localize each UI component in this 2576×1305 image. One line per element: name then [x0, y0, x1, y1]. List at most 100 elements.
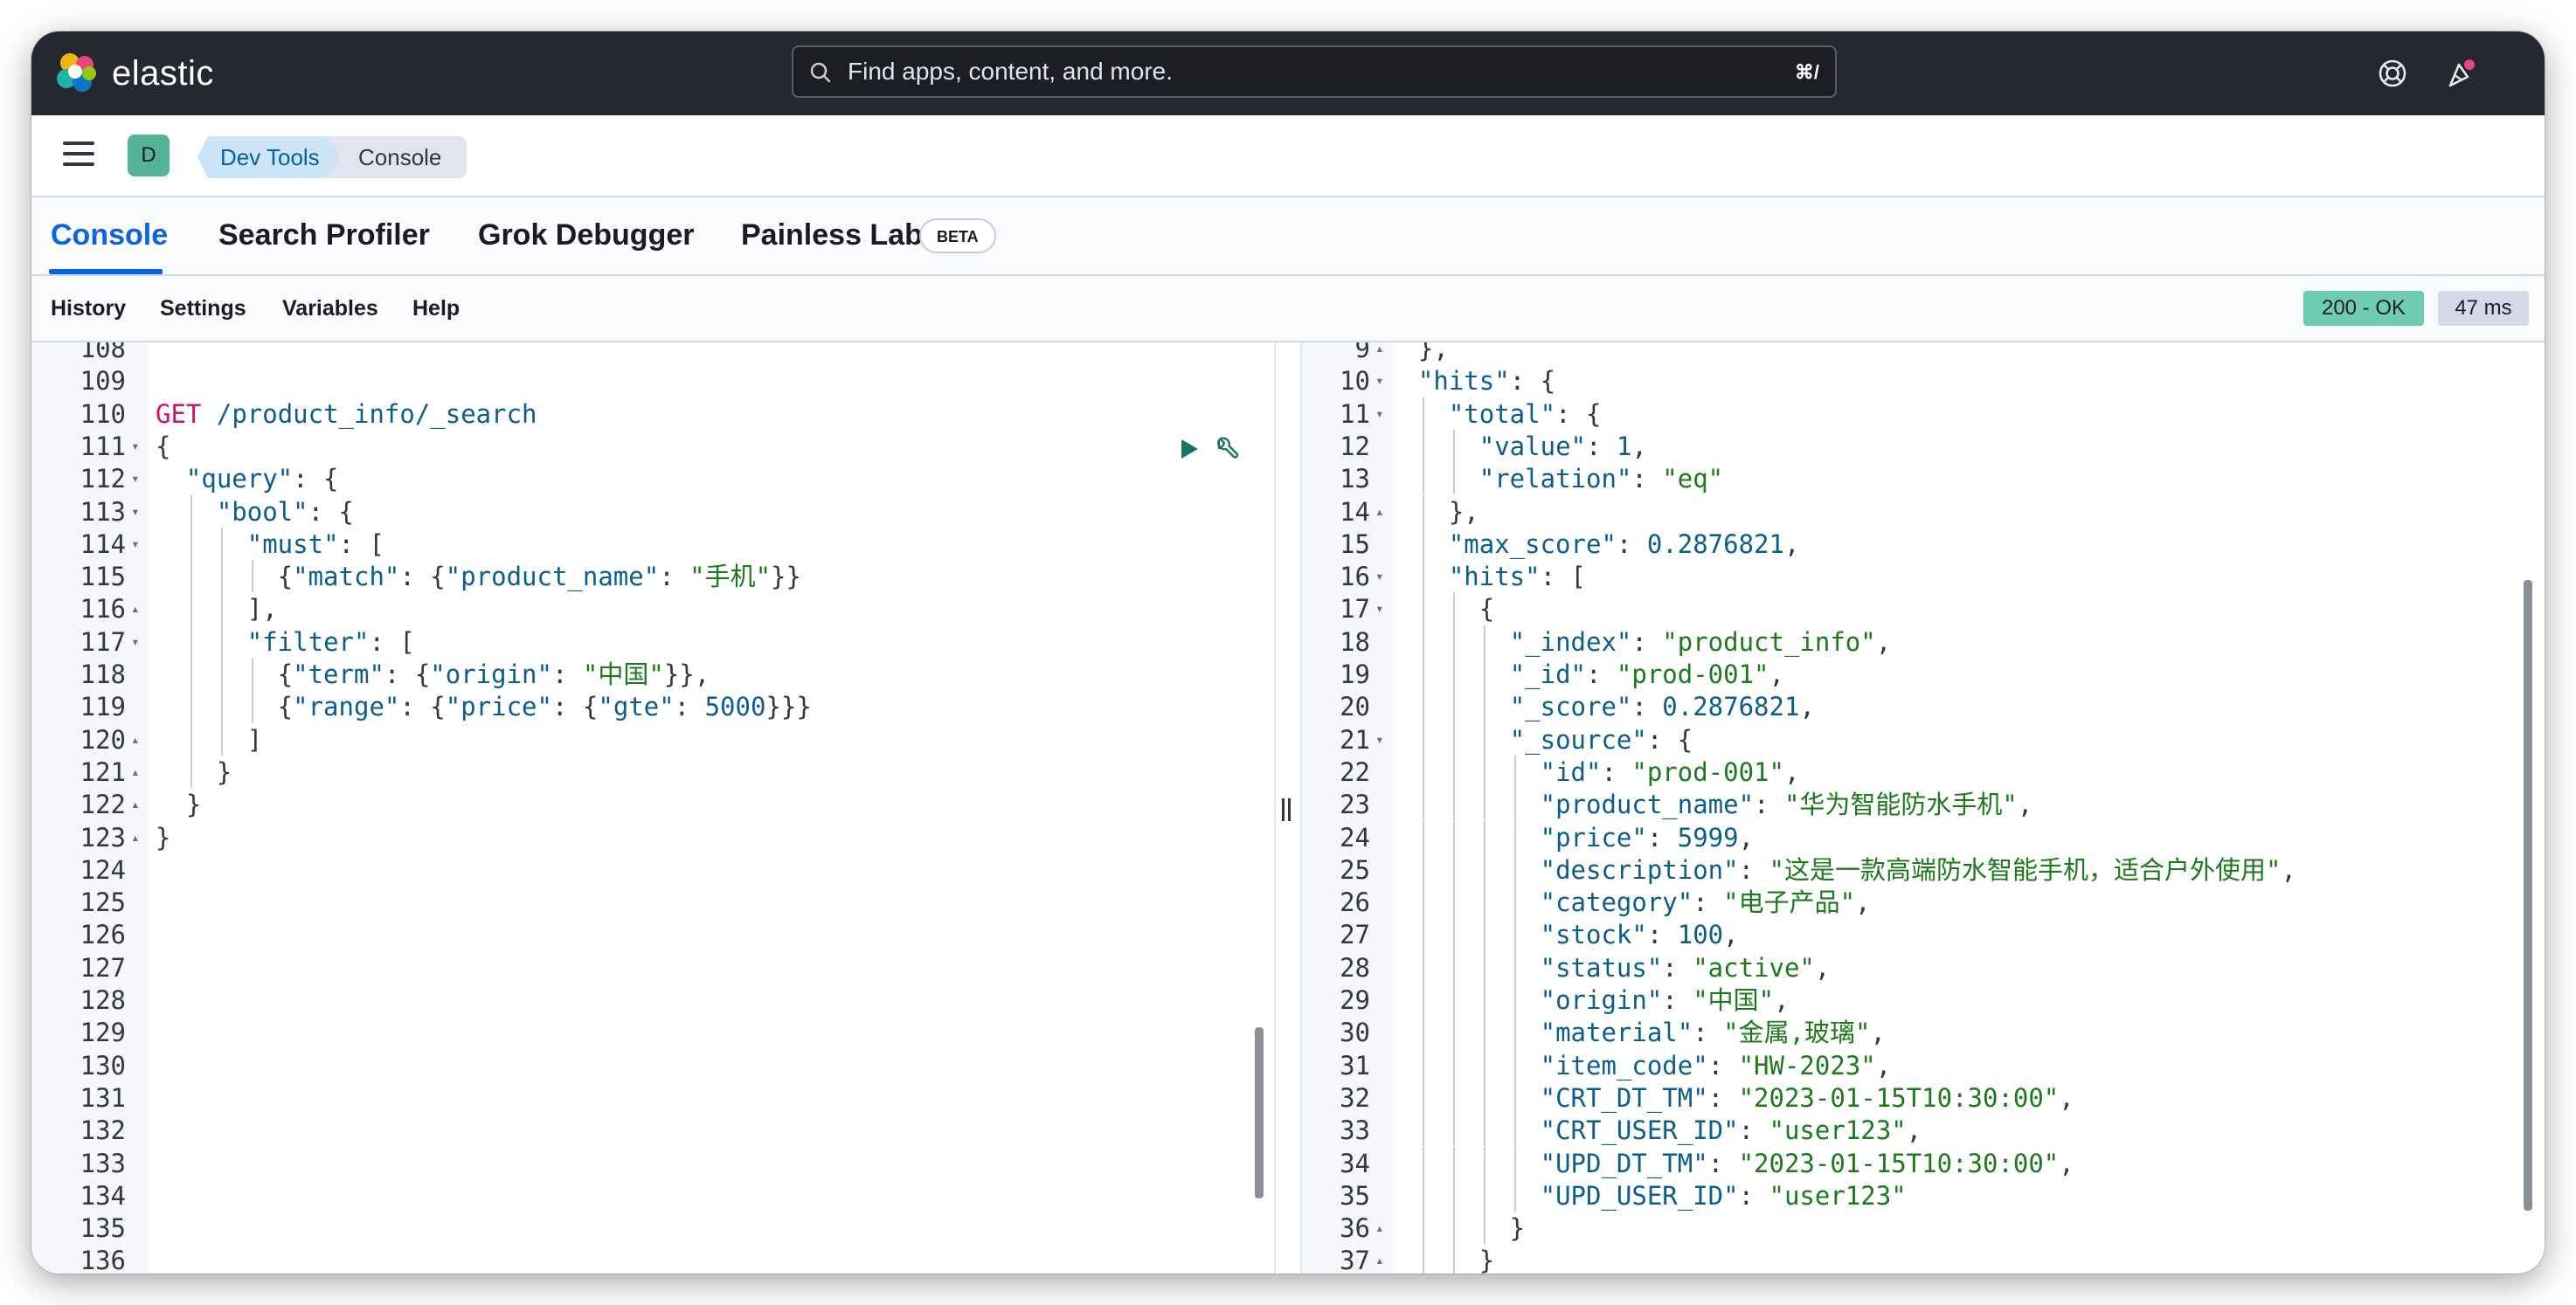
indent-guide: [1513, 1048, 1516, 1081]
space-avatar[interactable]: D: [128, 135, 170, 176]
tab-search-profiler[interactable]: Search Profiler: [218, 218, 430, 252]
code-token: [1388, 1149, 1541, 1178]
code-token: }: [1388, 1213, 1526, 1244]
code-token: "gte": [598, 692, 675, 722]
fold-toggle-icon[interactable]: ▾: [131, 632, 140, 650]
code-token: {: [156, 692, 294, 722]
line-number: 31: [1340, 1050, 1370, 1081]
fold-toggle-icon[interactable]: ▾: [1375, 372, 1384, 390]
line-number: 129: [80, 1018, 126, 1048]
pane-resizer[interactable]: [1274, 342, 1302, 1274]
breadcrumb-dev-tools[interactable]: Dev Tools: [197, 136, 341, 178]
indent-guide: [1513, 886, 1516, 919]
code-token: {: [156, 659, 294, 689]
code-token: :: [1586, 659, 1617, 689]
line-number: 135: [80, 1213, 126, 1244]
fold-toggle-icon[interactable]: ▾: [131, 470, 140, 487]
fold-toggle-icon[interactable]: ▴: [1375, 342, 1384, 356]
newsfeed-icon[interactable]: [2445, 58, 2476, 89]
indent-guide: [1452, 1244, 1455, 1274]
menu-toggle-icon[interactable]: [63, 142, 94, 168]
line-number: 23: [1340, 790, 1370, 820]
indent-guide: [1513, 820, 1516, 853]
fold-toggle-icon[interactable]: ▴: [131, 730, 140, 748]
fold-toggle-icon[interactable]: ▾: [131, 502, 140, 520]
send-request-icon[interactable]: [1178, 437, 1201, 461]
help-button[interactable]: Help: [412, 296, 460, 321]
code-token: "UPD_USER_ID": [1540, 1180, 1739, 1211]
code-token: : {: [1509, 366, 1556, 397]
indent-guide: [1483, 1048, 1485, 1081]
code-token: "金属,玻璃": [1723, 1018, 1871, 1048]
fold-toggle-icon[interactable]: ▴: [131, 763, 140, 780]
code-text: "CRT_DT_TM": "2023-01-15T10:30:00",: [1388, 1081, 2074, 1115]
code-token: :: [1585, 431, 1617, 461]
indent-guide: [220, 722, 223, 756]
code-token: "中国": [582, 659, 664, 689]
editor-scrollbar-thumb[interactable]: [1255, 1027, 1264, 1198]
indent-guide: [1483, 1146, 1485, 1179]
response-output[interactable]: 9▴ },10▾ "hits": {11▾ "total": {12 "valu…: [1302, 342, 2545, 1274]
line-number: 136: [80, 1246, 126, 1274]
code-token: [1388, 725, 1510, 755]
fold-toggle-icon[interactable]: ▾: [131, 437, 140, 454]
variables-button[interactable]: Variables: [282, 296, 378, 321]
code-text: "stock": 100,: [1388, 918, 1739, 951]
global-search[interactable]: ⌘/: [792, 45, 1837, 98]
fold-toggle-icon[interactable]: ▴: [1375, 502, 1384, 520]
code-token: "stock": [1540, 920, 1647, 950]
code-token: ,: [1723, 920, 1739, 950]
fold-toggle-icon[interactable]: ▴: [131, 828, 140, 846]
code-token: ,: [2281, 854, 2296, 885]
code-token: : [: [1540, 562, 1586, 592]
code-token: "_score": [1509, 692, 1632, 722]
fold-toggle-icon[interactable]: ▾: [1375, 404, 1384, 422]
code-token: :: [1646, 822, 1678, 853]
search-input[interactable]: [848, 47, 1721, 96]
indent-guide: [1452, 755, 1455, 789]
indent-guide: [1452, 1178, 1455, 1212]
line-number: 110: [80, 398, 126, 429]
dev-tools-tabs: Console Search Profiler Grok Debugger Pa…: [31, 197, 2545, 276]
code-token: ,: [2017, 790, 2033, 820]
fold-toggle-icon[interactable]: ▴: [1375, 1252, 1384, 1269]
wrench-icon[interactable]: [1211, 435, 1241, 465]
code-token: :: [1631, 692, 1663, 722]
code-token: :: [1738, 1180, 1769, 1211]
code-token: [1388, 757, 1541, 787]
code-token: :: [1693, 1018, 1724, 1048]
fold-toggle-icon[interactable]: ▴: [1375, 1219, 1384, 1237]
code-token: ,: [1814, 952, 1831, 983]
indent-guide: [1513, 950, 1516, 984]
fold-toggle-icon[interactable]: ▾: [131, 535, 140, 552]
code-text: },: [1388, 342, 1449, 365]
settings-button[interactable]: Settings: [160, 296, 246, 321]
code-token: ,: [2059, 1082, 2074, 1113]
line-number: 131: [80, 1082, 126, 1113]
fold-toggle-icon[interactable]: ▾: [1375, 730, 1384, 748]
fold-toggle-icon[interactable]: ▴: [131, 796, 140, 813]
code-token: "eq": [1662, 464, 1724, 494]
indent-guide: [1483, 722, 1485, 756]
output-scrollbar-thumb[interactable]: [2524, 580, 2532, 1211]
code-text: },: [1388, 495, 1479, 528]
code-text: "description": "这是一款高端防水智能手机，适合户外使用",: [1388, 853, 2296, 887]
history-button[interactable]: History: [51, 296, 127, 321]
code-text: "_source": {: [1388, 723, 1693, 756]
brand-name: elastic: [112, 53, 214, 93]
tab-grok-debugger[interactable]: Grok Debugger: [478, 218, 695, 252]
fold-toggle-icon[interactable]: ▾: [1375, 600, 1384, 618]
code-text: "hits": [: [1388, 560, 1586, 593]
code-token: : {: [293, 464, 339, 494]
tab-painless-lab[interactable]: Painless Lab: [741, 218, 923, 252]
help-lifebuoy-icon[interactable]: [2377, 58, 2408, 89]
fold-toggle-icon[interactable]: ▴: [131, 600, 140, 618]
code-token: "CRT_USER_ID": [1540, 1115, 1739, 1146]
indent-guide: [1513, 788, 1516, 821]
elastic-logo[interactable]: elastic: [54, 51, 214, 96]
tab-console[interactable]: Console: [51, 218, 169, 252]
fold-toggle-icon[interactable]: ▾: [1375, 568, 1384, 585]
indent-guide: [1483, 755, 1485, 789]
indent-guide: [1423, 1081, 1424, 1115]
